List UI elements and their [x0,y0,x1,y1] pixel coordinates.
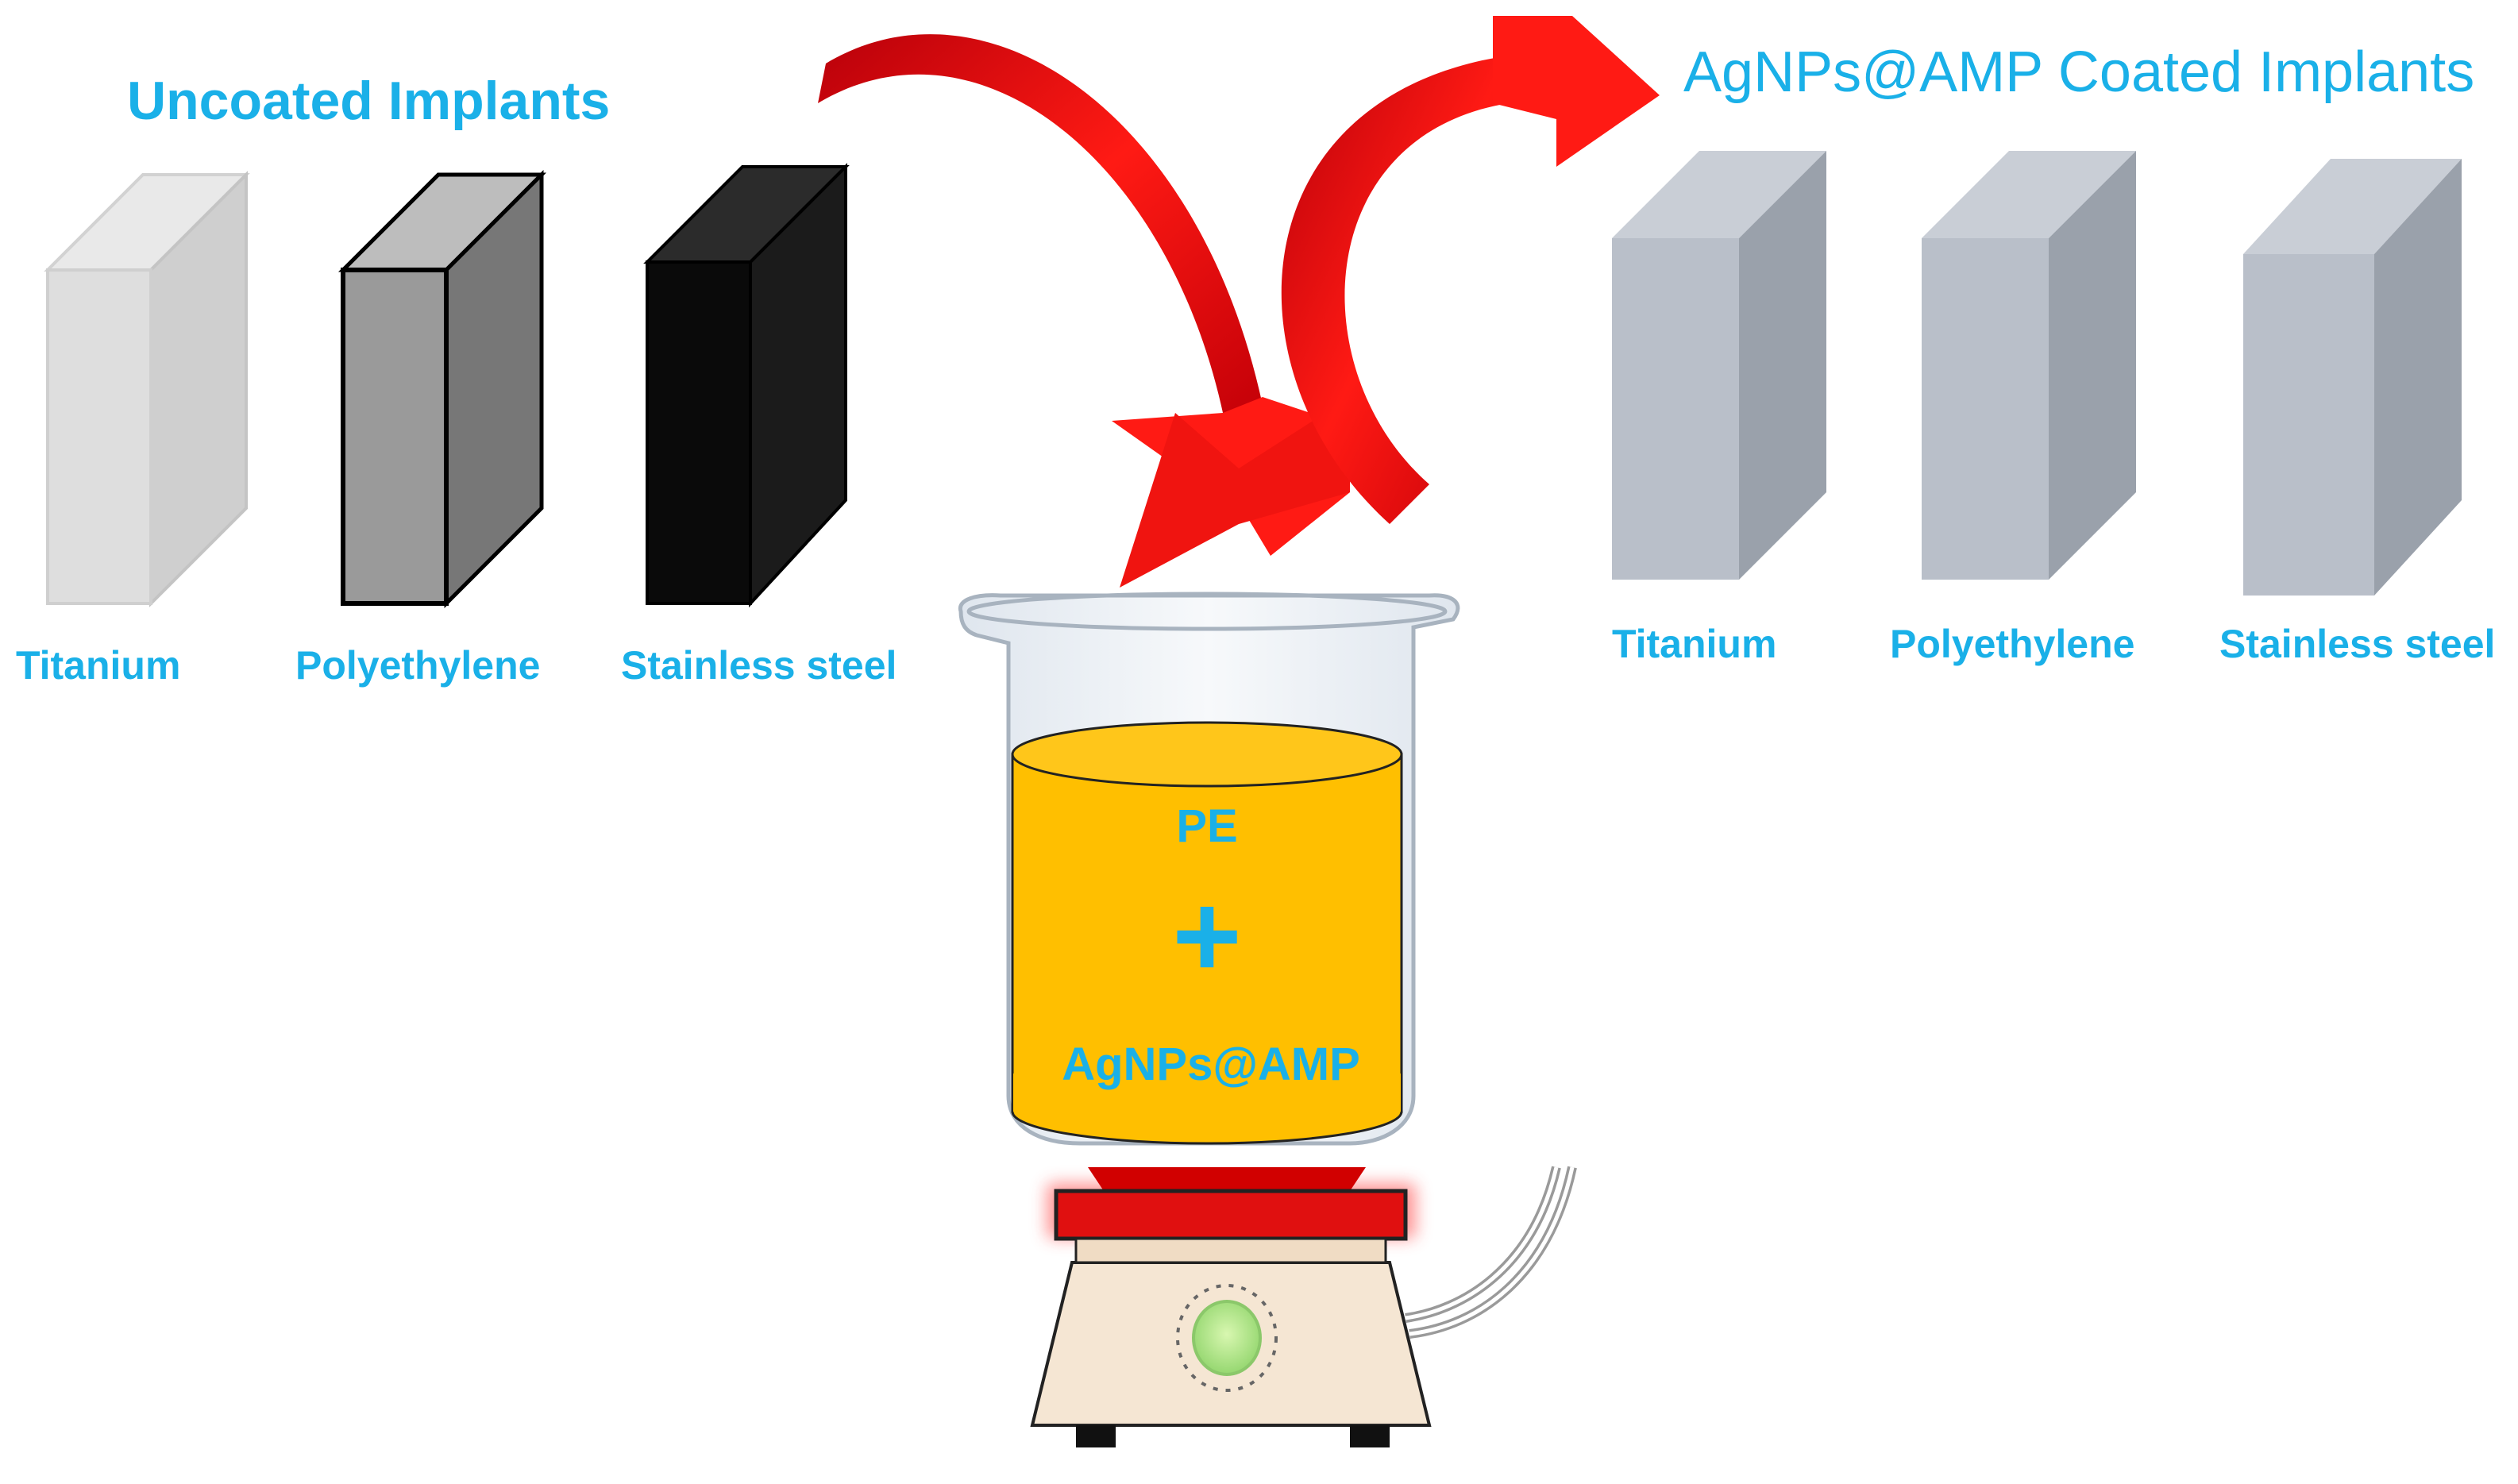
uncoated-title: Uncoated Implants [127,71,610,131]
uncoated-label-polyethylene: Polyethylene [295,643,540,688]
beaker-label-pe: PE [1176,800,1237,852]
uncoated-polyethylene-block [337,169,547,609]
uncoated-label-titanium: Titanium [16,643,180,688]
power-cable [1405,1166,1577,1339]
arrow-out-of-beaker [1281,16,1660,524]
arrow-into-beaker [818,34,1350,588]
stirrer-knob-icon [1176,1284,1278,1392]
coated-polyethylene-block [1922,151,2136,580]
hot-plate [1054,1167,1408,1241]
uncoated-label-stainless-steel: Stainless steel [621,643,897,688]
coated-label-polyethylene: Polyethylene [1890,622,2134,666]
uncoated-titanium-block [44,171,250,607]
beaker-liquid [1011,721,1403,1145]
beaker-plus-sign: + [1172,869,1242,1002]
coated-label-stainless-steel: Stainless steel [2219,622,2495,666]
coated-stainless-steel-block [2243,159,2462,596]
beaker-label-agnps-amp: AgNPs@AMP [1062,1039,1360,1090]
coated-label-titanium: Titanium [1612,622,1776,666]
coated-title: AgNPs@AMP Coated Implants [1683,40,2474,104]
uncoated-stainless-steel-block [643,163,850,608]
coated-titanium-block [1612,151,1826,580]
